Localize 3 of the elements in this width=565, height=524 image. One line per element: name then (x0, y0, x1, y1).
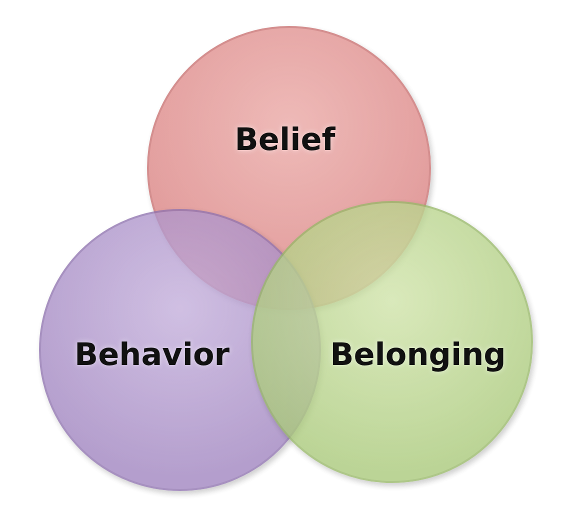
circle-label: Behavior (74, 337, 230, 373)
circle-label: Belief (234, 122, 336, 158)
circle-label: Belonging (330, 337, 506, 373)
